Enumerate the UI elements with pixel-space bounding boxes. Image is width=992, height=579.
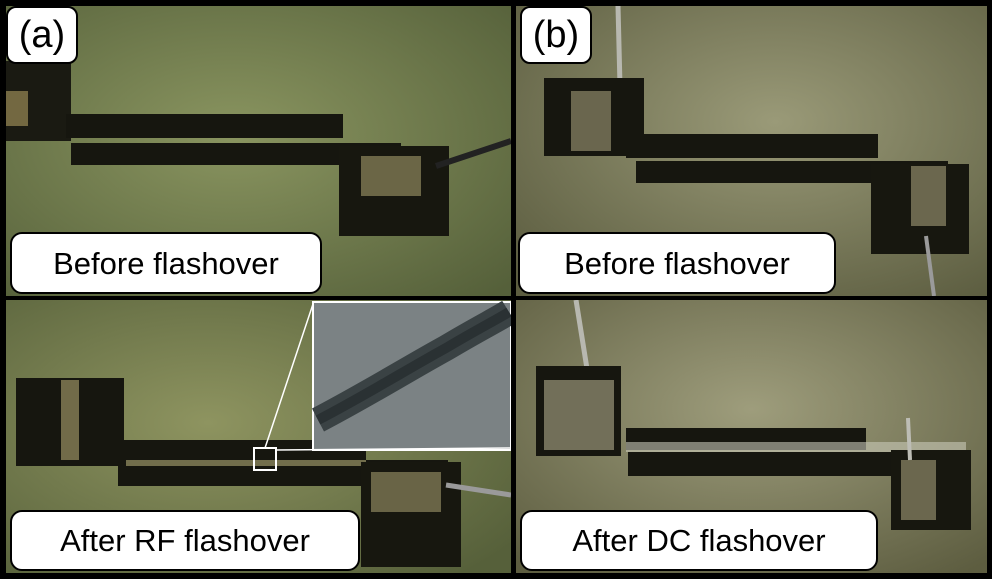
- panel-b-top-caption: Before flashover: [518, 232, 836, 294]
- panel-b-bottom-caption: After DC flashover: [520, 510, 878, 571]
- panel-b-tag: (b): [520, 6, 592, 64]
- panel-b-bottom: After DC flashover: [516, 300, 987, 573]
- panel-a-top-caption: Before flashover: [10, 232, 322, 294]
- panel-a-top: (a) Before flashover: [6, 6, 511, 296]
- panel-a-bottom: After RF flashover: [6, 300, 511, 573]
- panel-a-bottom-caption: After RF flashover: [10, 510, 360, 571]
- panel-a-tag: (a): [6, 6, 78, 64]
- panel-b-top: (b) Before flashover: [516, 6, 987, 296]
